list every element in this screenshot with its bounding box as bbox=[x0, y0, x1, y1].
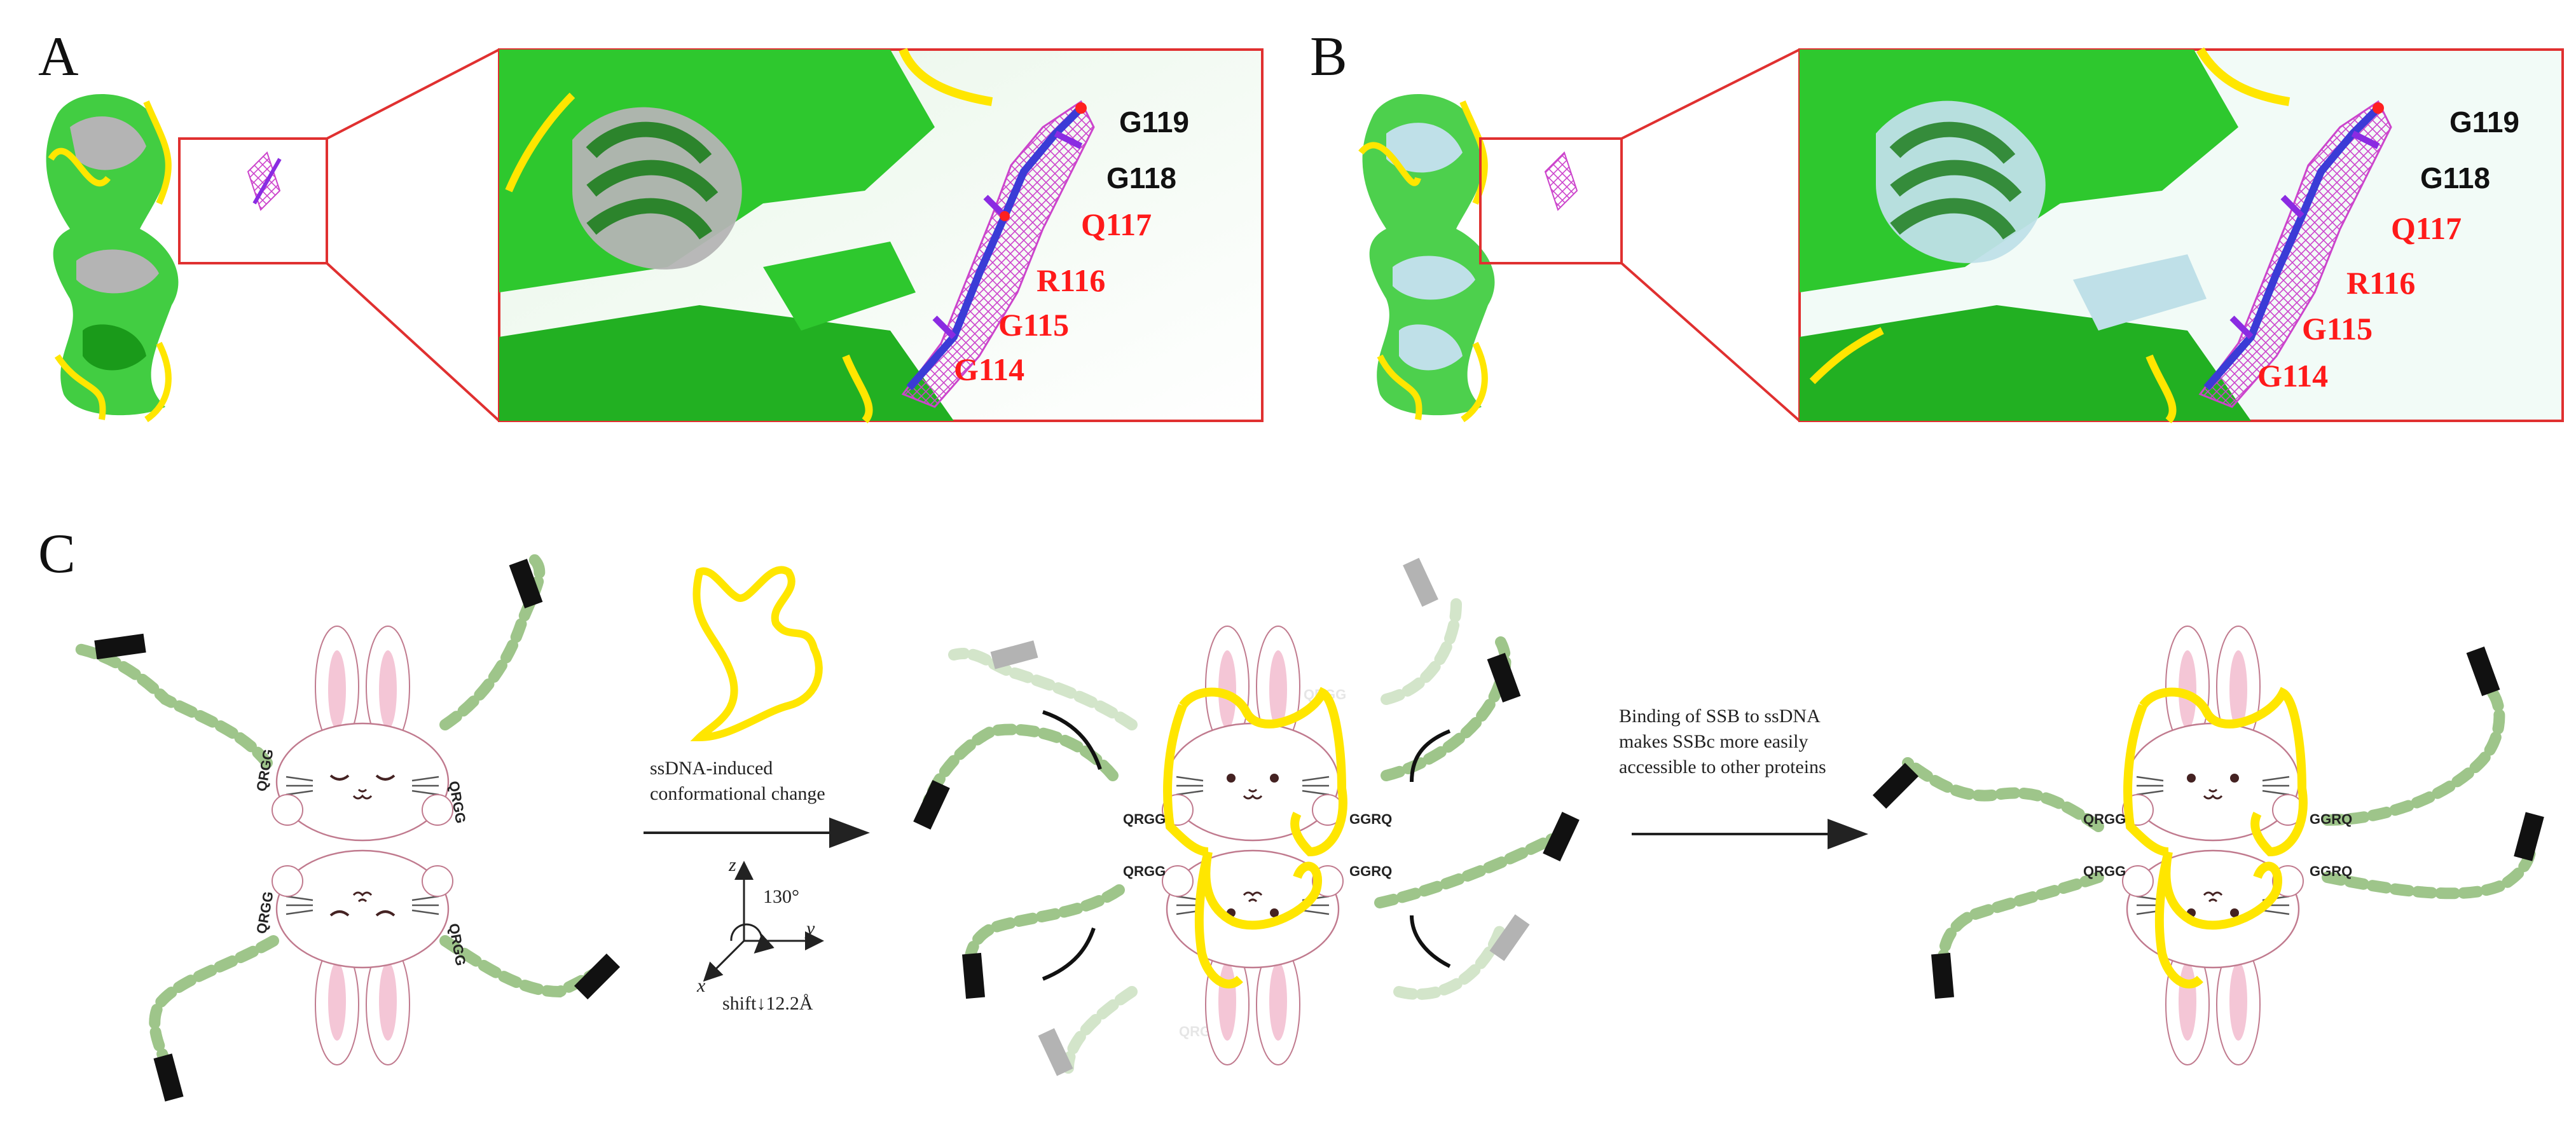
transition-motif-qrgg-1: QRGG bbox=[1123, 811, 1166, 827]
panel-a-label-g114: G114 bbox=[954, 352, 1024, 387]
panel-b: B G119 G118 Q117 bbox=[1310, 26, 2564, 424]
arrow1-text-line1: ssDNA-induced bbox=[650, 758, 773, 779]
panel-a-overview-structure bbox=[46, 93, 282, 423]
ssdna-strand-icon bbox=[690, 566, 823, 742]
bound-tetramer: QRGG GGRQ QRGG GGRQ bbox=[1872, 625, 2544, 1066]
arrow2-text-line1: Binding of SSB to ssDNA bbox=[1619, 706, 1821, 727]
panel-a: A bbox=[38, 26, 1264, 424]
arrow2-text-line3: accessible to other proteins bbox=[1619, 756, 1826, 777]
rotation-axes-legend: z y x 130° shift↓12.2Å bbox=[696, 854, 824, 1014]
bound-motif-qrgg-2: QRGG bbox=[2083, 863, 2126, 879]
panel-a-label-r116: R116 bbox=[1037, 263, 1105, 298]
bound-motif-ggrq-2: GGRQ bbox=[2310, 863, 2352, 879]
panel-a-letter: A bbox=[38, 26, 79, 88]
axis-y-label: y bbox=[804, 918, 815, 939]
panel-b-overview-structure bbox=[1358, 93, 1578, 423]
apo-motif-qrgg-3: QRGG bbox=[253, 890, 276, 935]
panel-b-zoom-image bbox=[1798, 47, 2564, 424]
transition-tetramer: QRGG QRGG QRGG GGRQ QRGG GGRQ bbox=[913, 558, 1580, 1076]
axis-x-label: x bbox=[696, 975, 706, 996]
panel-a-label-g119: G119 bbox=[1119, 106, 1189, 139]
panel-b-zoom-box bbox=[1479, 137, 1623, 264]
arrow1-text-line2: conformational change bbox=[650, 783, 825, 804]
transition-motif-qrgg-2: QRGG bbox=[1123, 863, 1166, 879]
panel-c: C QRGG QRGG QRGG QRGG ssDNA-induced conf… bbox=[38, 523, 2544, 1102]
panel-b-label-r116: R116 bbox=[2346, 265, 2415, 301]
panel-a-label-q117: Q117 bbox=[1081, 207, 1152, 242]
panel-a-label-g115: G115 bbox=[998, 307, 1069, 343]
axis-z-label: z bbox=[728, 854, 736, 875]
panel-a-zoom-box bbox=[178, 137, 328, 264]
rotation-angle-label: 130° bbox=[763, 886, 799, 907]
bound-motif-ggrq-1: GGRQ bbox=[2310, 811, 2352, 827]
panel-b-label-g118: G118 bbox=[2420, 161, 2490, 195]
shift-label: shift↓12.2Å bbox=[722, 993, 813, 1014]
arrow2-text-line2: makes SSBc more easily bbox=[1619, 731, 1808, 752]
panel-b-letter: B bbox=[1310, 26, 1347, 88]
bound-motif-qrgg-1: QRGG bbox=[2083, 811, 2126, 827]
panel-b-label-g114: G114 bbox=[2257, 358, 2328, 394]
panel-b-label-g115: G115 bbox=[2302, 311, 2373, 346]
transition-motif-ggrq-1: GGRQ bbox=[1349, 811, 1392, 827]
panel-b-label-g119: G119 bbox=[2449, 106, 2519, 139]
transition-motif-ggrq-2: GGRQ bbox=[1349, 863, 1392, 879]
apo-tetramer: QRGG QRGG QRGG QRGG bbox=[71, 554, 621, 1102]
panel-a-zoom-image bbox=[498, 48, 1264, 424]
panel-b-label-q117: Q117 bbox=[2391, 210, 2462, 246]
panel-a-label-g118: G118 bbox=[1106, 161, 1176, 195]
panel-c-letter: C bbox=[38, 523, 76, 585]
